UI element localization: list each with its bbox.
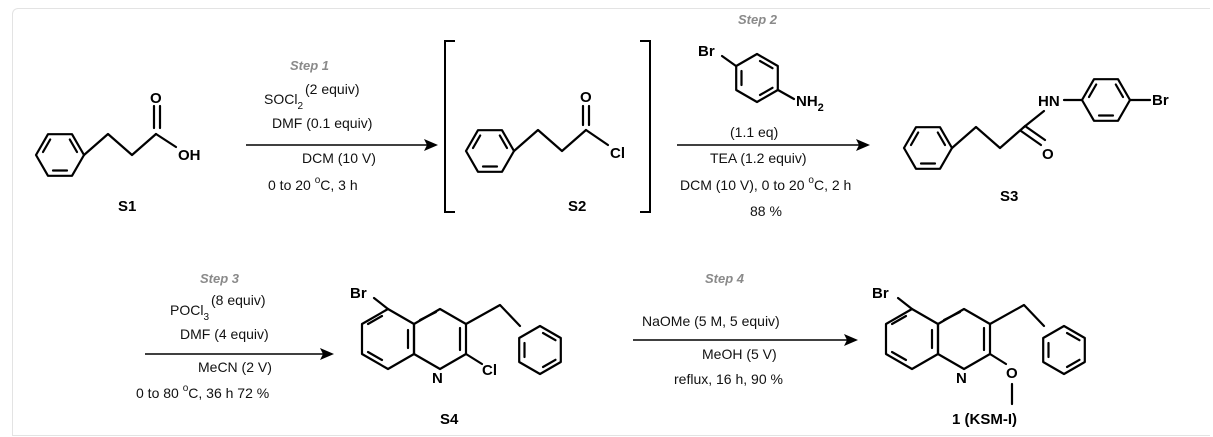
step4-arrowhead xyxy=(844,334,858,346)
step3-reagent-subscript: 3 xyxy=(203,312,209,323)
step2-time: C, 2 h xyxy=(814,177,851,193)
compound-label-s4: S4 xyxy=(440,411,459,428)
atom-label-o-s2: O xyxy=(580,89,592,106)
atom-label-o-s3: O xyxy=(1042,146,1054,163)
atom-label-cl-s2: Cl xyxy=(610,145,625,162)
step3-line3: MeCN (2 V) xyxy=(198,359,272,375)
step1-arrowhead xyxy=(424,139,438,151)
step4-line2: MeOH (5 V) xyxy=(702,346,777,362)
compound-label-s3: S3 xyxy=(1000,188,1018,205)
compound-label-ksm: 1 (KSM-I) xyxy=(952,411,1017,428)
step4-line3: reflux, 16 h, 90 % xyxy=(674,371,783,387)
step3-arrowhead xyxy=(320,348,334,360)
atom-label-nh2-subscript: 2 xyxy=(818,102,824,114)
step2-yield: 88 % xyxy=(750,203,782,219)
atom-label-n-s4: N xyxy=(432,370,443,387)
atom-label-nh2: NH2 xyxy=(796,93,824,114)
step2-line3: DCM (10 V), 0 to 20 oC, 2 h xyxy=(680,175,851,193)
atom-label-br-ksm: Br xyxy=(872,285,889,302)
step4-line1: NaOMe (5 M, 5 equiv) xyxy=(642,313,780,329)
step3-line4: 0 to 80 oC, 36 h 72 % xyxy=(136,383,269,401)
atom-label-nh: NH xyxy=(796,93,818,110)
step1-reagent-subscript: 2 xyxy=(297,101,303,112)
atom-label-oh: OH xyxy=(178,147,201,164)
step1-line4: 0 to 20 oC, 3 h xyxy=(268,175,358,193)
step2-line2: TEA (1.2 equiv) xyxy=(710,150,807,166)
step2-arrowhead xyxy=(856,139,870,151)
step2-line1: (1.1 eq) xyxy=(730,124,778,140)
step3-degree: o xyxy=(183,383,189,394)
step4-label: Step 4 xyxy=(705,271,745,286)
compound-s3-structure: O HN Br xyxy=(902,78,1169,170)
step1-line3: DCM (10 V) xyxy=(302,150,376,166)
atom-label-o: O xyxy=(150,90,162,107)
step1-line2: DMF (0.1 equiv) xyxy=(272,115,372,131)
step1-conditions: Step 1 SOCl2(2 equiv) DMF (0.1 equiv) DC… xyxy=(246,58,438,193)
atom-label-n-ksm: N xyxy=(956,370,967,387)
step3-reagent-main: POCl xyxy=(170,302,203,318)
compound-label-s1: S1 xyxy=(118,198,136,215)
step3-reagent-equiv: (8 equiv) xyxy=(211,292,265,308)
step1-time: C, 3 h xyxy=(320,177,357,193)
atom-label-cl-s4: Cl xyxy=(482,362,497,379)
atom-label-o-ksm: O xyxy=(1006,365,1018,382)
step1-temp: 0 to 20 xyxy=(268,177,315,193)
left-bracket xyxy=(444,40,455,213)
right-bracket xyxy=(640,40,651,213)
atom-label-hn: HN xyxy=(1038,93,1060,110)
compound-s1-structure: O OH xyxy=(34,90,201,177)
step1-degree: o xyxy=(315,175,321,186)
step2-conditions: Step 2 Br NH2 (1.1 eq) TEA (1.2 equiv) D… xyxy=(677,12,870,219)
step3-temp: 0 to 80 xyxy=(136,385,183,401)
compound-ksm-structure: Br N O xyxy=(872,285,1086,406)
step3-reagent: POCl3(8 equiv) xyxy=(170,292,265,323)
step3-conditions: Step 3 POCl3(8 equiv) DMF (4 equiv) MeCN… xyxy=(136,271,334,401)
scheme-frame xyxy=(12,8,1210,436)
compound-label-s2: S2 xyxy=(568,198,586,215)
step3-label: Step 3 xyxy=(200,271,240,286)
compound-s4-structure: Br N Cl xyxy=(350,285,562,387)
step4-conditions: Step 4 NaOMe (5 M, 5 equiv) MeOH (5 V) r… xyxy=(633,271,858,387)
atom-label-br-aniline: Br xyxy=(698,43,715,60)
step1-reagent: SOCl2(2 equiv) xyxy=(264,81,359,112)
atom-label-br-s4: Br xyxy=(350,285,367,302)
step1-reagent-equiv: (2 equiv) xyxy=(305,81,359,97)
step3-line2: DMF (4 equiv) xyxy=(180,326,269,342)
atom-label-br-s3: Br xyxy=(1152,92,1169,109)
step1-reagent-main: SOCl xyxy=(264,91,297,107)
step1-label: Step 1 xyxy=(290,58,329,73)
step3-time-yield: C, 36 h 72 % xyxy=(188,385,269,401)
step2-label: Step 2 xyxy=(738,12,778,27)
step2-degree: o xyxy=(808,175,814,186)
step2-solvent-temp: DCM (10 V), 0 to 20 xyxy=(680,177,808,193)
compound-s2-structure: O Cl xyxy=(444,40,651,213)
